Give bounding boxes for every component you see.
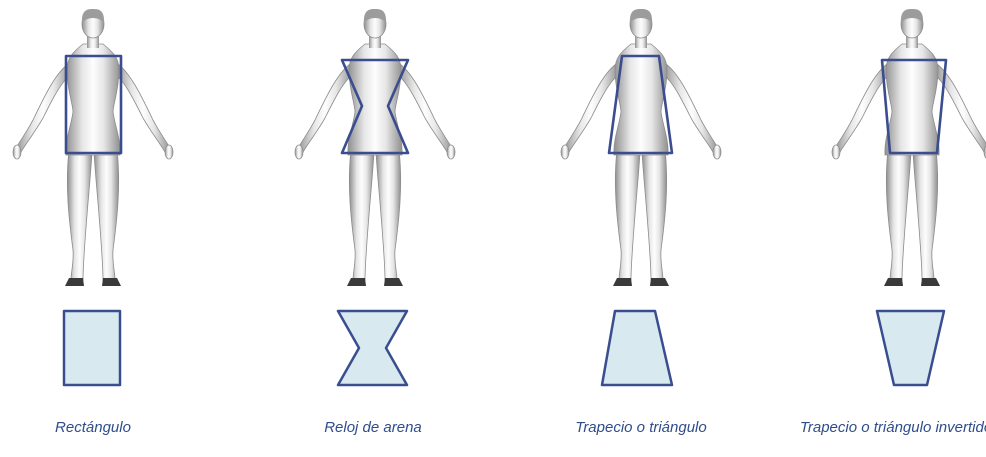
right-foot	[102, 278, 121, 286]
left-foot	[884, 278, 903, 286]
body-figure-rectangle	[0, 0, 186, 300]
right-leg	[376, 150, 401, 280]
figure-rectangle	[13, 9, 173, 286]
caption-inverted-trapezoid: Trapecio o triángulo invertido	[796, 418, 986, 437]
left-arm	[15, 62, 71, 152]
right-arm	[663, 62, 719, 152]
left-leg	[886, 150, 911, 280]
rectangle-swatch-shape	[64, 311, 120, 385]
inverted-trapezoid-swatch-shape	[877, 311, 944, 385]
right-foot	[921, 278, 940, 286]
left-leg	[349, 150, 374, 280]
left-leg	[67, 150, 92, 280]
left-arm	[297, 62, 353, 152]
left-foot	[347, 278, 366, 286]
left-hand	[832, 145, 840, 159]
figure-trapezoid	[561, 9, 721, 286]
left-arm	[834, 62, 890, 152]
caption-rectangle: Rectángulo	[0, 418, 203, 437]
left-hand	[295, 145, 303, 159]
body-figure-hourglass	[282, 0, 468, 300]
right-hand	[713, 145, 721, 159]
trapezoid-swatch-shape	[602, 311, 672, 385]
shape-swatch-rectangle	[60, 305, 126, 387]
left-hand	[13, 145, 21, 159]
left-foot	[613, 278, 632, 286]
body-figure-inverted-trapezoid	[830, 0, 986, 300]
right-hand	[165, 145, 173, 159]
left-foot	[65, 278, 84, 286]
right-foot	[650, 278, 669, 286]
right-arm	[397, 62, 453, 152]
right-foot	[384, 278, 403, 286]
torso	[66, 44, 120, 155]
right-hand	[447, 145, 455, 159]
right-leg	[642, 150, 667, 280]
caption-hourglass: Reloj de arena	[263, 418, 483, 437]
left-leg	[615, 150, 640, 280]
shape-swatch-hourglass	[335, 305, 413, 387]
figure-hourglass	[295, 9, 455, 286]
body-figure-trapezoid	[548, 0, 734, 300]
right-leg	[94, 150, 119, 280]
figure-inverted-trapezoid	[832, 9, 986, 286]
right-arm	[115, 62, 171, 152]
caption-trapezoid: Trapecio o triángulo	[531, 418, 751, 437]
shape-swatch-trapezoid	[598, 305, 678, 387]
left-hand	[561, 145, 569, 159]
shape-swatch-inverted-trapezoid	[874, 305, 950, 387]
right-leg	[913, 150, 938, 280]
hourglass-swatch-shape	[338, 311, 407, 385]
